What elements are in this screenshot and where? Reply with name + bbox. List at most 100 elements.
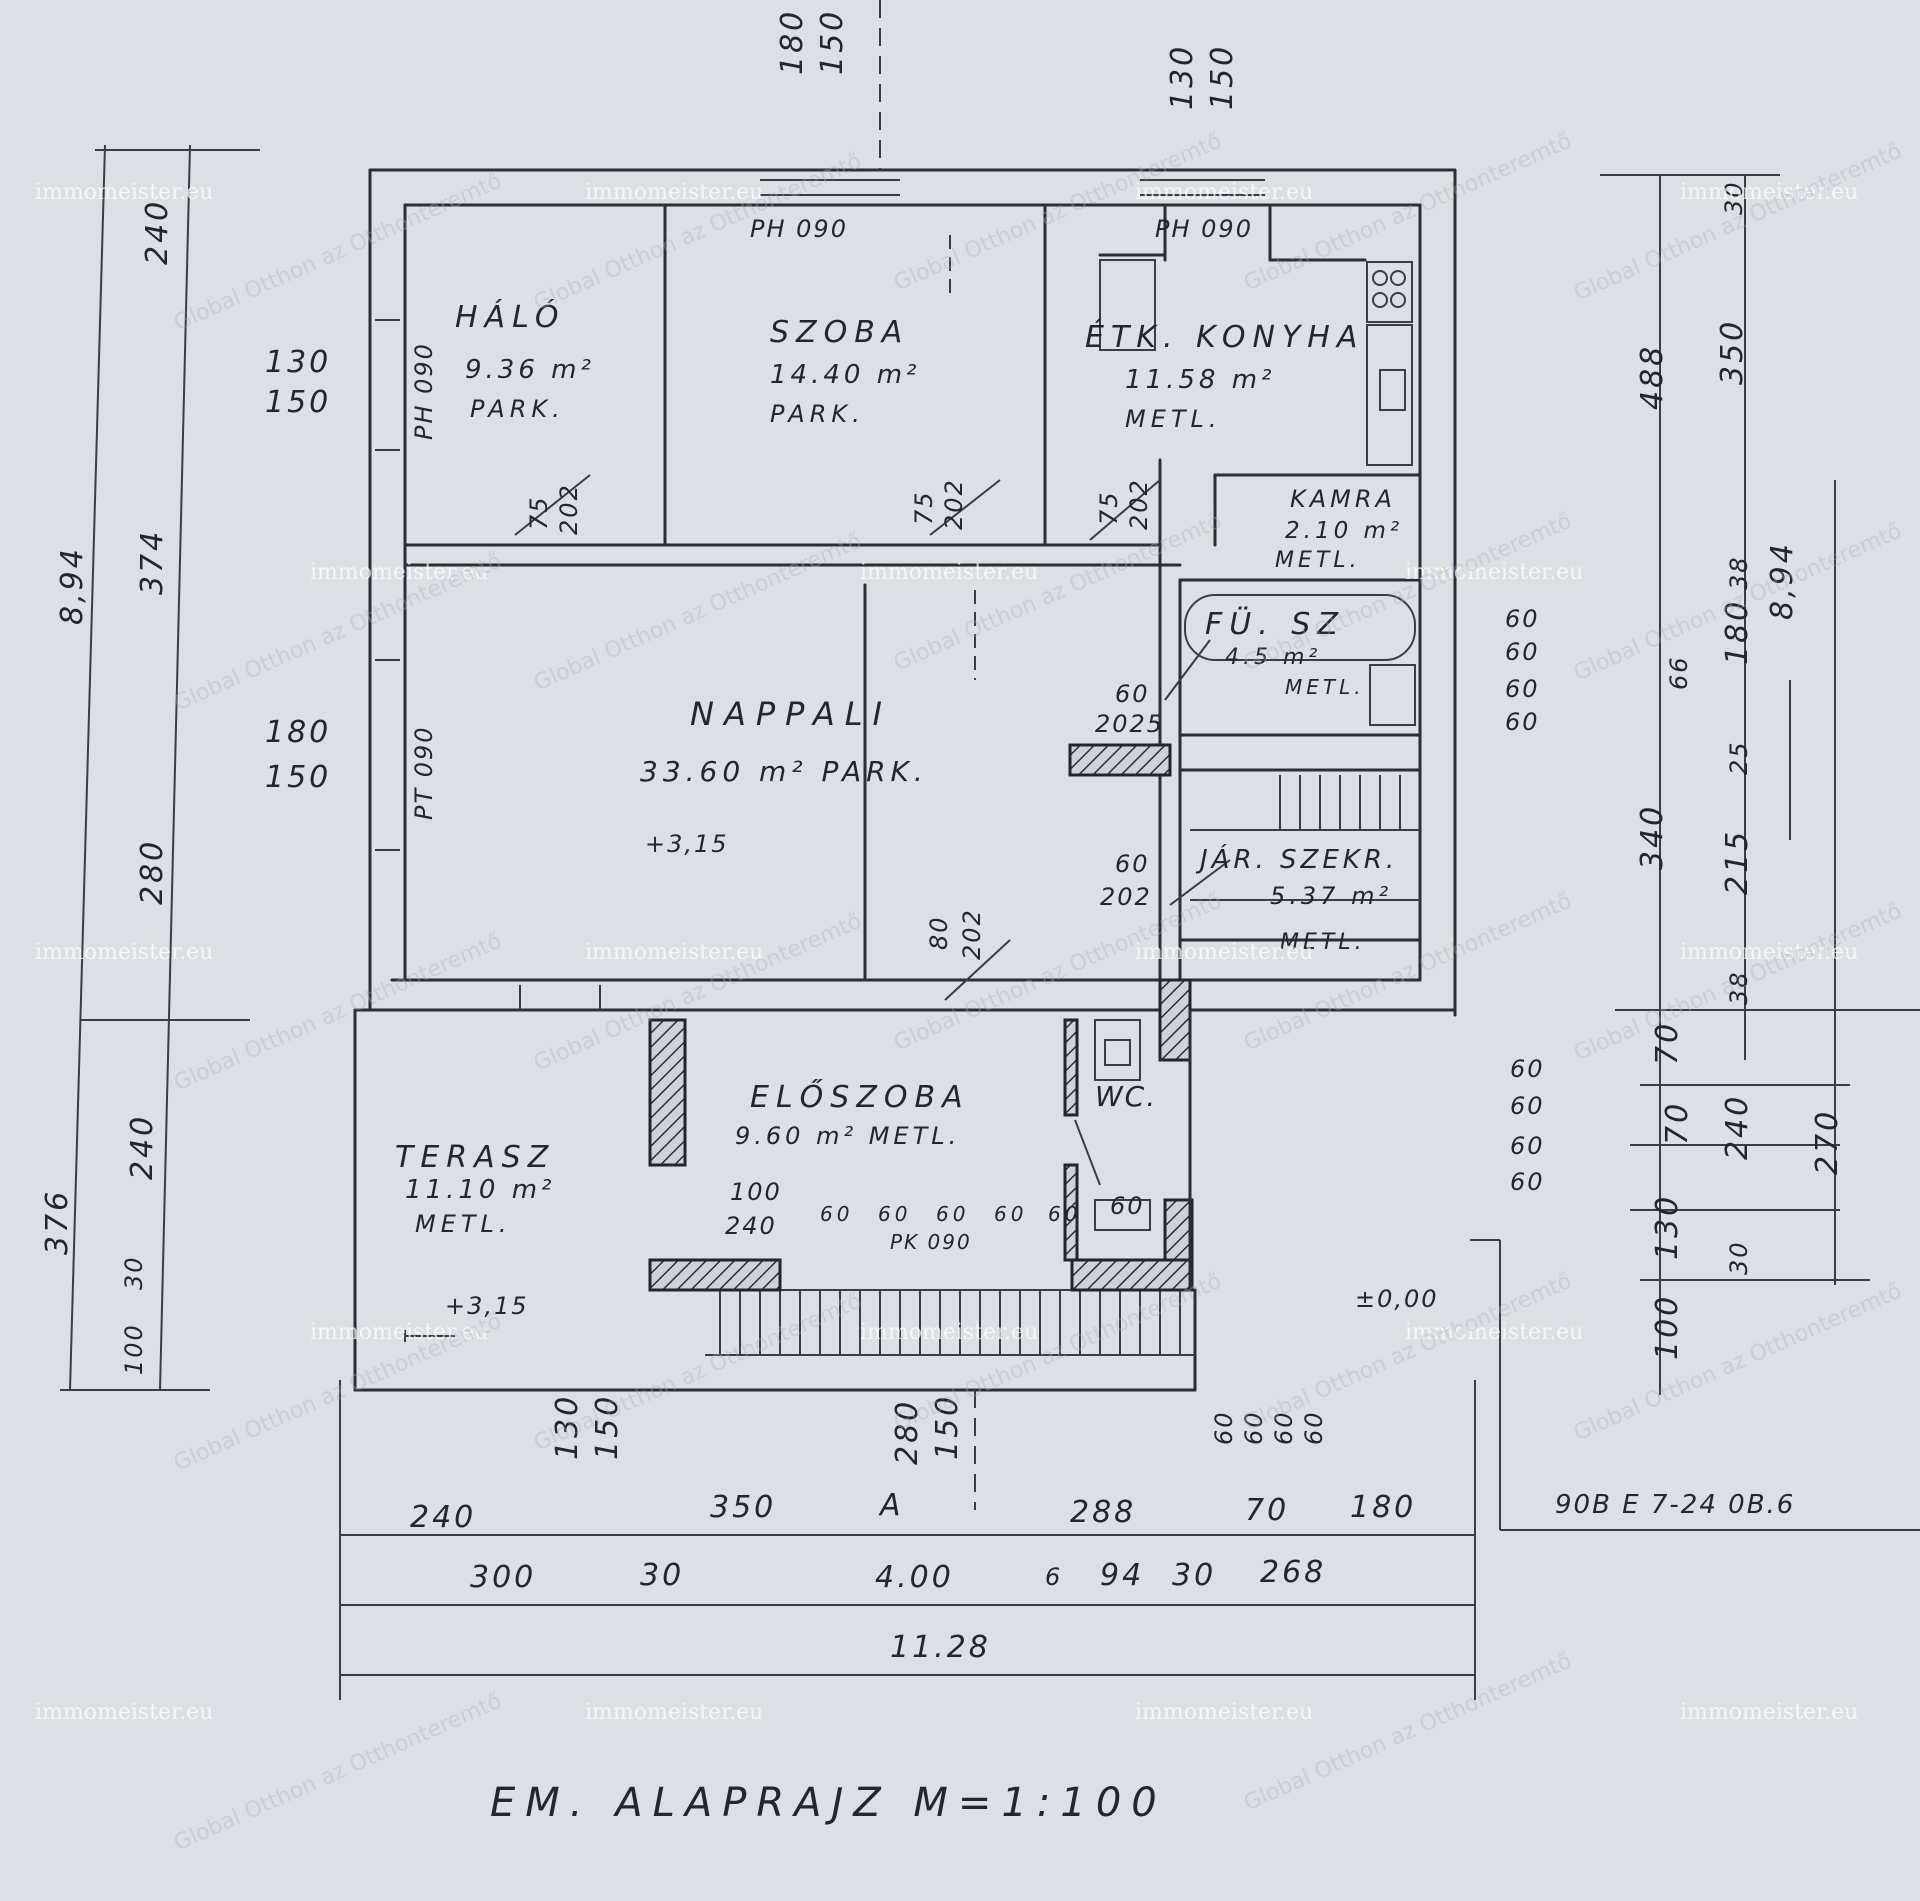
dimension-label: 350 (1715, 318, 1750, 385)
dimension-label: 240 (125, 1113, 160, 1180)
opening-label: PT 090 (410, 725, 438, 820)
watermark: immomeister.eu (35, 1700, 214, 1725)
door-mark: 75 (1095, 490, 1123, 525)
room-name: NAPPALI (690, 695, 892, 733)
dimension-label: 240 (1720, 1093, 1755, 1160)
bathroom-fixtures (1184, 594, 1416, 726)
dimension-label: 60 (1505, 675, 1540, 703)
dimension-label: 100 (730, 1178, 782, 1206)
kitchen-fixtures (1099, 259, 1413, 466)
drawing-title: EM. ALAPRAJZ M=1:100 (490, 1780, 1167, 1826)
watermark: immomeister.eu (1680, 940, 1859, 965)
room-name: ÉTK. KONYHA (1085, 320, 1365, 355)
dimension-label: 60 (1505, 605, 1540, 633)
dimension-label: 60 (1510, 1092, 1545, 1120)
dimension-label: 376 (40, 1188, 75, 1255)
dimension-label: 60 (1110, 1192, 1145, 1220)
room-area: 2.10 m² (1285, 518, 1404, 544)
interior-walls (403, 203, 1422, 1012)
level-mark: ±0,00 (1355, 1285, 1439, 1313)
dimension-label: 60 (1510, 1132, 1545, 1160)
dimension-label: 66 (1665, 655, 1693, 690)
windows (375, 179, 1265, 1010)
dimension-label: 60 (1505, 708, 1540, 736)
dimension-label: 30 (640, 1558, 685, 1593)
room-floor: METL. (1285, 675, 1365, 699)
door-mark: 202 (1125, 478, 1153, 530)
dimension-label: 60 (878, 1202, 912, 1226)
door-mark: 60 (1115, 680, 1150, 708)
dimension-label: 180 (265, 715, 332, 750)
level-mark: +3,15 (445, 1292, 529, 1320)
dimension-label: 30 (120, 1255, 148, 1290)
watermark: immomeister.eu (860, 1320, 1039, 1345)
dimension-label: 100 (120, 1323, 148, 1375)
terrace (353, 1008, 1197, 1392)
dimension-label: 300 (470, 1560, 537, 1595)
room-name: JÁR. SZEKR. (1200, 845, 1399, 875)
watermark: immomeister.eu (310, 1320, 489, 1345)
door-mark: 202 (958, 908, 986, 960)
room-name: FÜ. SZ (1205, 607, 1345, 642)
room-area: 11.10 m² (405, 1175, 556, 1205)
watermark: immomeister.eu (35, 180, 214, 205)
watermark: immomeister.eu (1405, 560, 1584, 585)
watermark: immomeister.eu (585, 940, 764, 965)
room-floor: METL. (1280, 930, 1366, 955)
door-mark: 2025 (1095, 710, 1165, 738)
dimension-label: 4.00 (875, 1560, 954, 1595)
opening-label: PH 090 (750, 215, 848, 243)
room-area: 9.36 m² (465, 355, 595, 385)
watermark: immomeister.eu (35, 940, 214, 965)
dimension-label: 215 (1720, 828, 1755, 895)
door-mark: 202 (1100, 883, 1152, 911)
room-name: KAMRA (1290, 485, 1396, 513)
dimension-label: 70 (1660, 1100, 1695, 1145)
dimension-lines (60, 144, 1920, 1700)
dimension-label: 240 (410, 1500, 477, 1535)
watermark: immomeister.eu (1405, 1320, 1584, 1345)
dimension-label: 60 (1210, 1410, 1238, 1445)
room-area: 4.5 m² (1225, 645, 1322, 670)
room-floor: METL. (1125, 405, 1222, 433)
dimension-label: 100 (1650, 1293, 1685, 1360)
dimension-label: 70 (1245, 1493, 1290, 1528)
dimension-label: 340 (1635, 803, 1670, 870)
door-mark: 80 (925, 915, 953, 950)
dimension-label: 25 (1725, 740, 1753, 775)
dimension-label: 180 (775, 8, 810, 75)
dimension-label: 288 (1070, 1495, 1137, 1530)
room-name: ELŐSZOBA (750, 1080, 970, 1115)
dimension-label: 350 (710, 1490, 777, 1525)
room-area: 11.58 m² (1125, 365, 1276, 395)
watermark: immomeister.eu (860, 560, 1039, 585)
dimension-label: 11.28 (890, 1630, 991, 1665)
room-floor: PARK. (470, 395, 565, 423)
door-swings (514, 474, 1231, 1186)
dimension-label: 150 (815, 8, 850, 75)
dimension-label: 374 (135, 528, 170, 595)
opening-label: PH 090 (410, 342, 438, 440)
dimension-label: 60 (820, 1202, 854, 1226)
dimension-label: 240 (140, 198, 175, 265)
room-area: 9.60 m² METL. (735, 1122, 961, 1150)
watermark: immomeister.eu (585, 1700, 764, 1725)
dimension-label: 240 (725, 1212, 777, 1240)
watermark: immomeister.eu (310, 560, 489, 585)
room-name: TERASZ (395, 1140, 556, 1175)
watermark: immomeister.eu (1135, 1700, 1314, 1725)
dimension-label: 130 (1650, 1193, 1685, 1260)
door-mark: 75 (910, 490, 938, 525)
level-mark: +3,15 (645, 830, 729, 858)
opening-label: PK 090 (890, 1230, 972, 1254)
watermark: immomeister.eu (1135, 940, 1314, 965)
room-floor: METL. (1275, 548, 1361, 573)
dimension-label: 150 (265, 760, 332, 795)
watermark: immomeister.eu (1135, 180, 1314, 205)
opening-label: PH 090 (1155, 215, 1253, 243)
dimension-label: 150 (265, 385, 332, 420)
room-floor: METL. (415, 1210, 512, 1238)
dimension-label: 268 (1260, 1555, 1327, 1590)
dimension-label: 488 (1635, 343, 1670, 410)
dimension-label: 130 (265, 345, 332, 380)
